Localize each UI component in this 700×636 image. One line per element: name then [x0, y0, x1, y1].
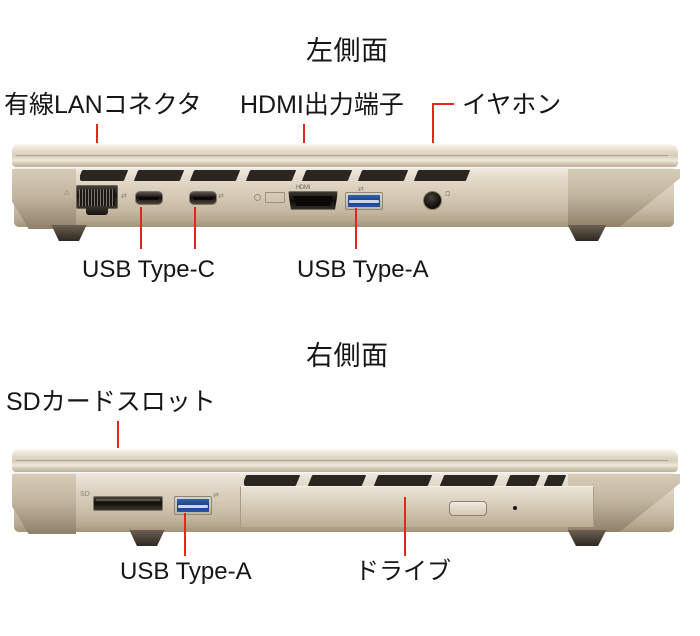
usb-c-icon-1: ⇄	[121, 193, 127, 200]
laptop-lid-slab	[12, 143, 678, 167]
battery-icon	[265, 192, 285, 203]
laptop-left-side-view: △ ⇄ ⇄ HDMI ⇄ Ω	[8, 143, 692, 253]
callout-label-hdmi: HDMI出力端子	[240, 91, 404, 119]
callout-label-earphone: イヤホン	[462, 91, 562, 119]
port-sd-card-slot[interactable]	[93, 496, 163, 511]
usb-c-icon-2: ⇄	[218, 193, 224, 200]
section-title-left-side: 左側面	[306, 36, 389, 66]
laptop-foot-right	[567, 225, 607, 241]
usb-a-silkscreen-icon-2: ⇄	[213, 492, 219, 499]
port-optical-drive[interactable]	[240, 486, 594, 527]
port-usb-type-c-2[interactable]	[189, 191, 217, 205]
usb-a-silkscreen-icon-1: ⇄	[358, 186, 364, 193]
lan-icon: △	[64, 189, 70, 196]
optical-drive-emergency-eject-hole[interactable]	[513, 506, 517, 510]
leader-line-usb-c-2	[194, 207, 196, 249]
callout-label-usb-type-c: USB Type-C	[82, 256, 215, 283]
callout-label-usb-type-a-right: USB Type-A	[120, 558, 252, 585]
laptop-right-side-view: SD ⇄	[8, 448, 692, 558]
port-usb-type-a-1[interactable]	[345, 192, 383, 210]
laptop-foot-left-2	[129, 530, 165, 546]
headphone-icon: Ω	[445, 191, 451, 198]
optical-drive-eject-button[interactable]	[449, 501, 487, 516]
laptop-lid-slab-2	[12, 448, 678, 472]
leader-line-usb-a-1	[355, 208, 357, 249]
power-indicator-icon	[254, 194, 261, 201]
leader-line-usb-a-2	[184, 513, 186, 556]
port-usb-type-c-1[interactable]	[135, 191, 163, 205]
port-lan-flap	[86, 206, 108, 215]
laptop-base-top-edge-2	[14, 472, 674, 475]
laptop-left-corner	[12, 169, 76, 229]
hdmi-silkscreen-icon: HDMI	[296, 185, 310, 191]
laptop-base-top-edge	[14, 167, 674, 170]
laptop-left-corner-2	[12, 474, 76, 534]
laptop-foot-left	[51, 225, 87, 241]
port-hdmi[interactable]	[288, 191, 338, 210]
callout-label-usb-type-a-left: USB Type-A	[297, 256, 429, 283]
laptop-foot-right-2	[567, 530, 607, 546]
cooling-vent-strip	[80, 170, 485, 181]
callout-label-sd-card-slot: SDカードスロット	[6, 388, 216, 416]
cooling-vent-strip-2	[244, 475, 574, 486]
port-headphone-jack[interactable]	[423, 191, 442, 210]
port-usb-type-a-2[interactable]	[174, 496, 212, 515]
leader-line-drive	[404, 497, 406, 556]
callout-label-lan: 有線LANコネクタ	[4, 91, 202, 119]
callout-label-drive: ドライブ	[355, 558, 451, 585]
sd-card-icon: SD	[80, 491, 90, 498]
section-title-right-side: 右側面	[306, 341, 389, 371]
port-lan-rj45[interactable]	[76, 185, 118, 209]
leader-line-earphone-horizontal	[432, 103, 454, 105]
leader-line-usb-c-1	[140, 207, 142, 249]
